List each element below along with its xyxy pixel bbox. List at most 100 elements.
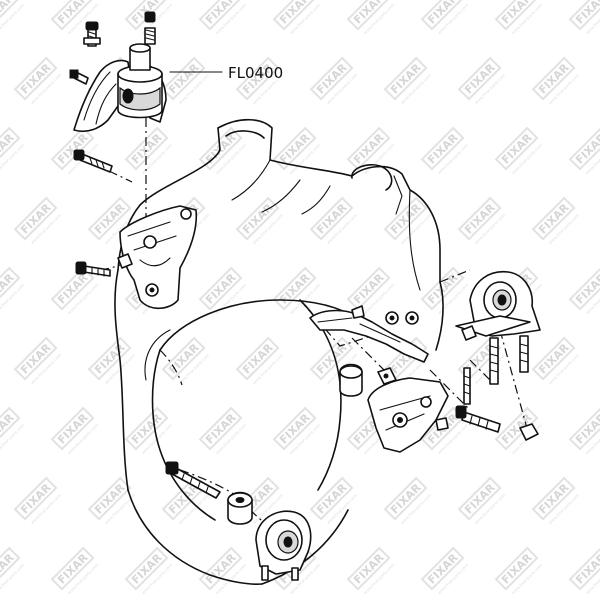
watermark-text: FIXAR bbox=[499, 551, 535, 587]
watermark-text: FIXAR bbox=[536, 341, 572, 377]
watermark-text: FIXAR bbox=[388, 201, 424, 237]
watermark-text: FIXAR bbox=[388, 61, 424, 97]
watermark-text: FIXAR bbox=[536, 201, 572, 237]
watermark-text: FIXAR bbox=[425, 131, 461, 167]
watermark-text: FIXAR bbox=[277, 411, 313, 447]
watermark-text: FIXAR bbox=[462, 201, 498, 237]
watermark-text: FIXAR bbox=[277, 131, 313, 167]
watermark-text: FIXAR bbox=[240, 201, 276, 237]
watermark-text: FIXAR bbox=[166, 341, 202, 377]
center-bracket bbox=[309, 305, 429, 363]
watermark-text: FIXAR bbox=[129, 411, 165, 447]
watermark-text: FIXAR bbox=[351, 551, 387, 587]
watermark-text: FIXAR bbox=[203, 271, 239, 307]
right-transmission-mount bbox=[455, 271, 541, 441]
part-number-label: FL0400 bbox=[228, 64, 283, 82]
watermark-text: FIXAR bbox=[203, 131, 239, 167]
watermark-text: FIXAR bbox=[536, 481, 572, 517]
watermark-text: FIXAR bbox=[462, 61, 498, 97]
watermark-text: FIXAR bbox=[351, 131, 387, 167]
watermark-text: FIXAR bbox=[55, 411, 91, 447]
watermark-text: FIXAR bbox=[18, 341, 54, 377]
watermark-text: FIXAR bbox=[18, 481, 54, 517]
watermark-text: FIXAR bbox=[388, 481, 424, 517]
watermark-text: FIXAR bbox=[499, 131, 535, 167]
watermark-text: FIXAR bbox=[425, 551, 461, 587]
watermark-text: FIXAR bbox=[92, 481, 128, 517]
upper-engine-mount bbox=[69, 11, 167, 133]
watermark-text: FIXAR bbox=[18, 61, 54, 97]
part-callout: FL0400 bbox=[169, 64, 283, 82]
watermark-text: FIXAR bbox=[18, 201, 54, 237]
lower-center-mount bbox=[339, 363, 501, 453]
watermark-text: FIXAR bbox=[240, 341, 276, 377]
watermark-text: FIXAR bbox=[351, 271, 387, 307]
watermark-text: FIXAR bbox=[129, 551, 165, 587]
bottom-rear-mount bbox=[165, 461, 312, 581]
watermark-text: FIXAR bbox=[536, 61, 572, 97]
watermark-text: FIXAR bbox=[314, 201, 350, 237]
watermark-text: FIXAR bbox=[55, 551, 91, 587]
left-engine-bracket bbox=[73, 149, 198, 310]
watermark-text: FIXAR bbox=[314, 61, 350, 97]
watermark-text: FIXAR bbox=[166, 61, 202, 97]
watermark-text: FIXAR bbox=[55, 271, 91, 307]
watermark-text: FIXAR bbox=[462, 481, 498, 517]
watermark-text: FIXAR bbox=[203, 411, 239, 447]
